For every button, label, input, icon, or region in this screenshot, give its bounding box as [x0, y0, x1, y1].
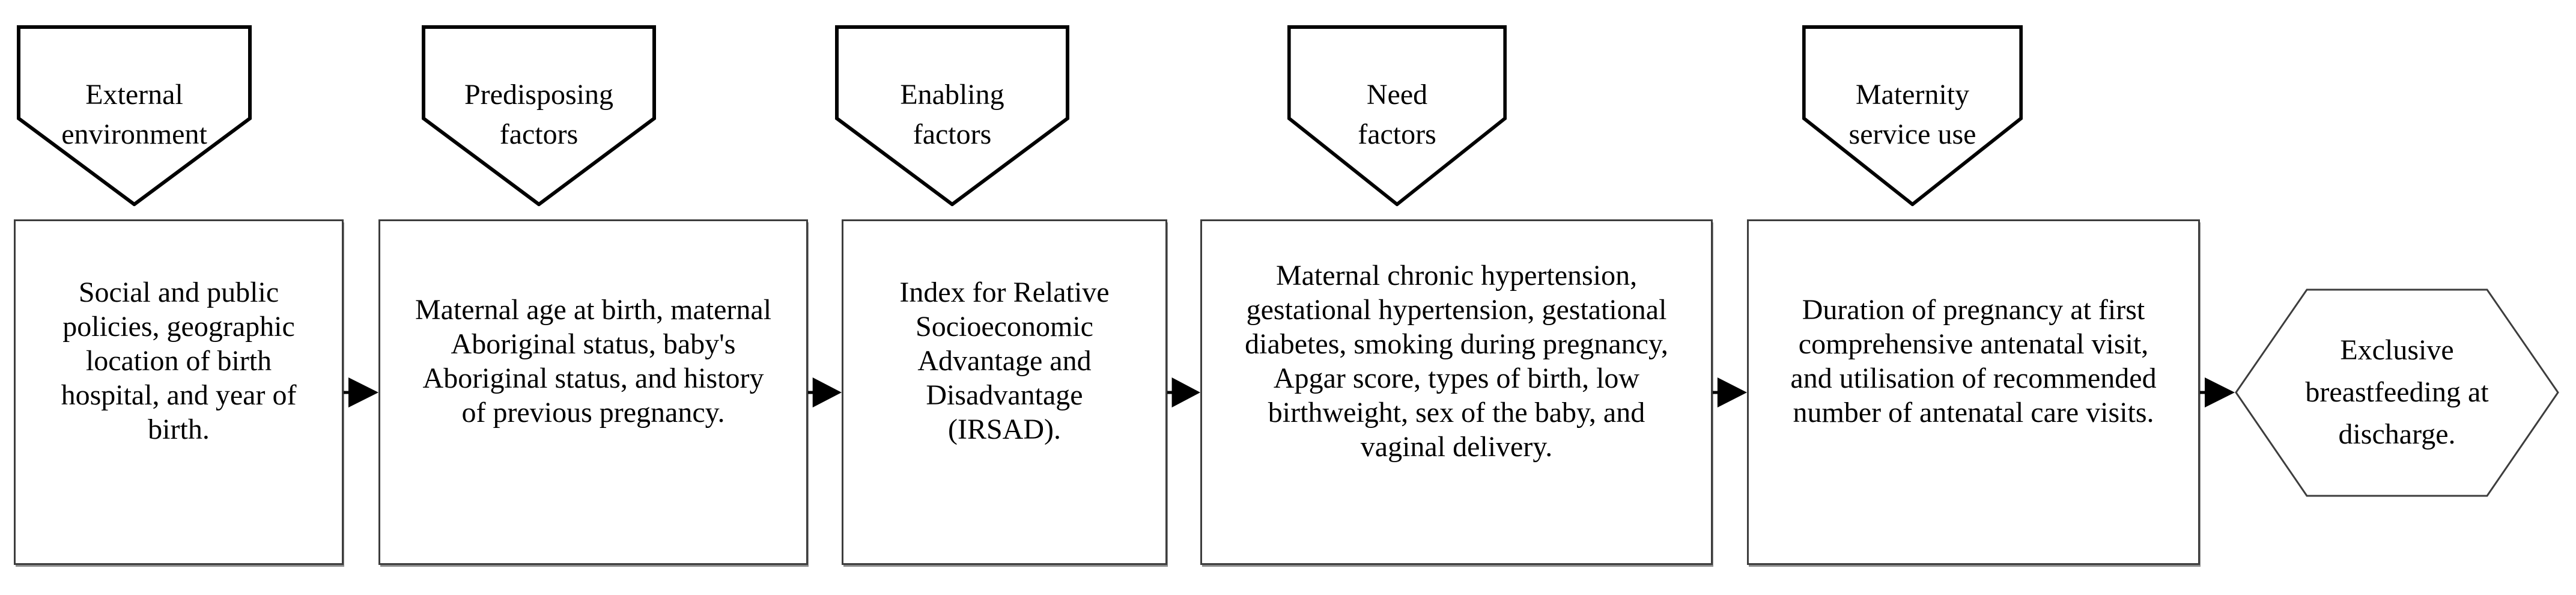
banner-label-line: factors — [913, 118, 992, 150]
banner-external-environment: External environment — [17, 25, 252, 206]
banner-label-line: Predisposing — [464, 79, 613, 111]
box-text: Maternal age at birth, maternal Aborigin… — [415, 293, 772, 429]
banner-label: Maternity service use — [1802, 75, 2023, 154]
box-predisposing-variables: Maternal age at birth, maternal Aborigin… — [378, 219, 808, 565]
pentagon-down-shape — [422, 25, 656, 206]
box-text: Index for Relative Socioeconomic Advanta… — [899, 276, 1110, 445]
hexagon-shape — [2235, 288, 2559, 497]
banner-label-line: External — [85, 79, 183, 111]
banner-label: Need factors — [1287, 75, 1507, 154]
arrow-right-icon — [1167, 374, 1200, 410]
banner-label-line: factors — [499, 118, 579, 150]
arrow-right-icon — [344, 374, 378, 410]
banner-enabling-factors: Enabling factors — [835, 25, 1069, 206]
banner-label: Predisposing factors — [422, 75, 656, 154]
box-enabling-variables: Index for Relative Socioeconomic Advanta… — [842, 219, 1167, 565]
banner-label-line: Need — [1366, 79, 1428, 111]
banner-label-line: Enabling — [900, 79, 1004, 111]
pentagon-down-shape — [835, 25, 1069, 206]
banner-need-factors: Need factors — [1287, 25, 1507, 206]
banner-label: External environment — [17, 75, 252, 154]
arrow-right-icon — [2200, 374, 2235, 410]
banner-label-line: service use — [1848, 118, 1976, 150]
box-text: Duration of pregnancy at first comprehen… — [1790, 293, 2157, 429]
banner-label-line: environment — [61, 118, 207, 150]
box-need-variables: Maternal chronic hypertension, gestation… — [1200, 219, 1713, 565]
box-text: Maternal chronic hypertension, gestation… — [1245, 259, 1668, 463]
pentagon-down-shape — [17, 25, 252, 206]
banner-label: Enabling factors — [835, 75, 1069, 154]
box-maternity-service-variables: Duration of pregnancy at first comprehen… — [1747, 219, 2200, 565]
box-text: Social and public policies, geographic l… — [61, 276, 297, 445]
banner-predisposing-factors: Predisposing factors — [422, 25, 656, 206]
banner-maternity-service-use: Maternity service use — [1802, 25, 2023, 206]
outcome-text: Exclusive breastfeeding at discharge. — [2305, 334, 2489, 450]
pentagon-down-shape — [1802, 25, 2023, 206]
arrow-right-icon — [808, 374, 842, 410]
box-external-environment-variables: Social and public policies, geographic l… — [14, 219, 344, 565]
outcome-exclusive-breastfeeding: Exclusive breastfeeding at discharge. — [2235, 288, 2559, 497]
pentagon-down-shape — [1287, 25, 1507, 206]
arrow-right-icon — [1713, 374, 1747, 410]
banner-label-line: Maternity — [1855, 79, 1970, 111]
banner-label-line: factors — [1358, 118, 1436, 150]
